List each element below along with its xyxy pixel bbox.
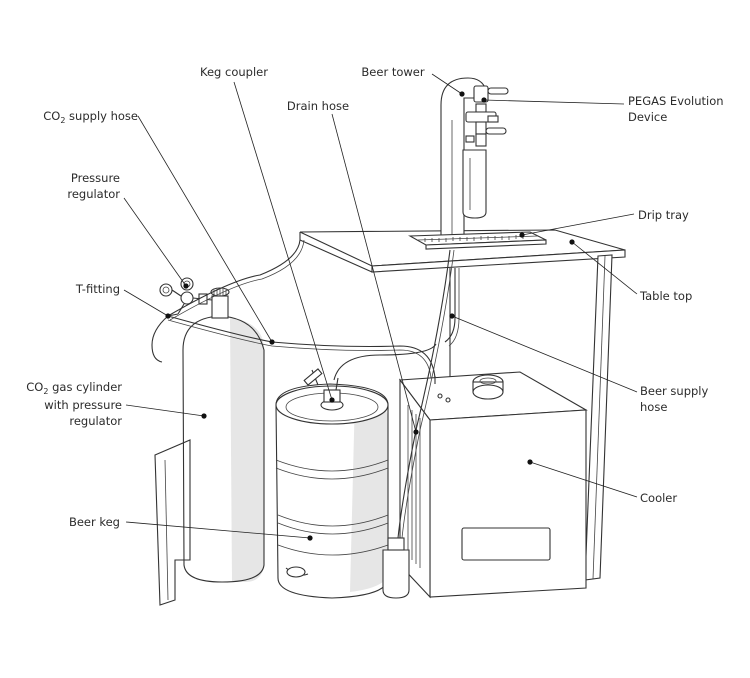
cooler-drawing [398, 371, 588, 599]
drain-bottle [382, 537, 410, 599]
co2-cylinder-subscript: 2 [43, 387, 49, 396]
leader-dots [165, 91, 575, 541]
leader-lines [123, 73, 638, 539]
label-drip-tray: Drip tray [638, 208, 689, 222]
label-co2-supply-hose: CO2 supply hose [14, 108, 138, 126]
co2-supply-hose-prefix: CO [43, 109, 61, 123]
label-table-top: Table top [640, 289, 693, 303]
label-cooler: Cooler [640, 491, 678, 505]
label-keg-coupler: Keg coupler [200, 65, 268, 79]
co2-cylinder-line1: CO2 gas cylinder [10, 379, 122, 397]
label-beer-supply-hose: Beer supply hose [640, 383, 708, 415]
label-pressure-regulator: Pressure regulator [14, 170, 120, 202]
pegas-line2: Device [628, 110, 668, 124]
co2-cylinder-line2: with pressure [44, 398, 122, 412]
label-t-fitting: T-fitting [75, 282, 120, 296]
co2-supply-hose-subscript: 2 [60, 116, 66, 125]
pegas-device [462, 85, 509, 219]
beer-supply-line1: Beer supply [640, 384, 709, 398]
pressure-regulator-line1: Pressure [70, 171, 120, 185]
beer-keg-drawing [275, 368, 389, 599]
co2-cylinder [154, 287, 265, 606]
label-beer-keg: Beer keg [68, 515, 120, 529]
co2-supply-hose-suffix: supply hose [65, 109, 138, 123]
beer-supply-line2: hose [640, 400, 668, 414]
label-beer-tower: Beer tower [361, 65, 425, 79]
co2-cylinder-suffix: gas cylinder [48, 380, 122, 394]
pegas-line1: PEGAS Evolution [628, 94, 724, 108]
label-drain-hose: Drain hose [286, 99, 350, 113]
pressure-regulator-line2: regulator [67, 187, 120, 201]
co2-cylinder-prefix: CO [26, 380, 44, 394]
drip-tray-drawing [408, 231, 547, 250]
hoses [151, 239, 460, 539]
co2-cylinder-line3: regulator [69, 414, 122, 428]
